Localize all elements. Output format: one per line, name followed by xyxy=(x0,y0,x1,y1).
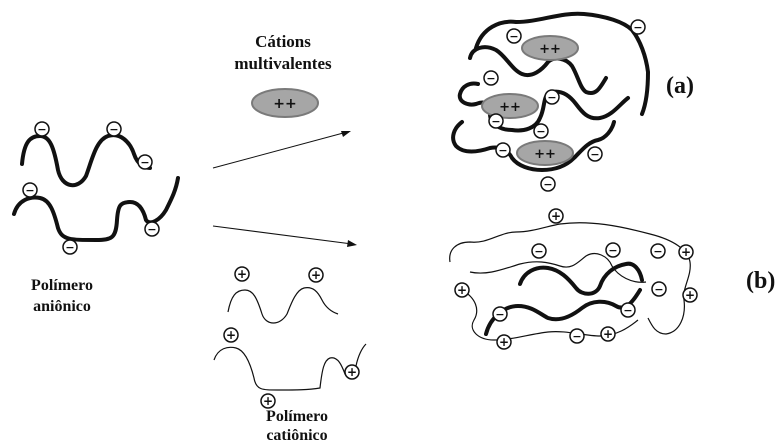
svg-text:+: + xyxy=(237,267,247,281)
svg-text:−: − xyxy=(608,244,617,257)
complex-a: ++ ++ ++ − − − − − − − xyxy=(453,14,694,191)
svg-text:+: + xyxy=(499,335,509,349)
complex-b: + + + + + + − − − − − − xyxy=(450,209,776,349)
svg-text:+: + xyxy=(347,365,357,379)
svg-text:−: − xyxy=(491,115,500,128)
svg-text:−: − xyxy=(543,178,552,191)
svg-text:++: ++ xyxy=(534,147,556,162)
negative-charge-icon: − xyxy=(63,240,77,254)
panel-a-label: (a) xyxy=(666,73,694,99)
positive-charge-icon: + xyxy=(549,209,563,223)
svg-text:−: − xyxy=(623,304,632,317)
complex-b-anionic-chain-1 xyxy=(520,264,642,294)
svg-text:−: − xyxy=(25,184,34,197)
positive-charge-icon: + xyxy=(345,365,359,379)
svg-text:−: − xyxy=(653,245,662,258)
positive-charge-icon: + xyxy=(455,283,469,297)
arrow-to-b xyxy=(213,226,357,247)
cation-icon: ++ xyxy=(482,94,538,118)
negative-charge-icon: − xyxy=(145,222,159,236)
cation-icon: ++ xyxy=(517,141,573,165)
positive-charge-icon: + xyxy=(497,335,511,349)
svg-text:+: + xyxy=(226,328,236,342)
svg-text:+: + xyxy=(551,209,561,223)
svg-text:−: − xyxy=(147,223,156,236)
svg-text:−: − xyxy=(486,72,495,85)
svg-text:−: − xyxy=(536,125,545,138)
negative-charge-icon: − xyxy=(484,71,498,85)
negative-charge-icon: − xyxy=(107,122,121,136)
cationic-polymer-label-line1: Polímero xyxy=(266,408,328,425)
negative-charge-icon: − xyxy=(493,307,507,321)
svg-text:−: − xyxy=(140,156,149,169)
svg-text:−: − xyxy=(590,148,599,161)
svg-text:−: − xyxy=(495,308,504,321)
svg-text:−: − xyxy=(633,21,642,34)
negative-charge-icon: − xyxy=(507,29,521,43)
svg-text:−: − xyxy=(509,30,518,43)
negative-charge-icon: − xyxy=(496,143,510,157)
svg-text:++: ++ xyxy=(499,100,521,115)
cations-label-line1: Cátions xyxy=(255,32,311,51)
cation-icon: ++ xyxy=(252,89,318,117)
svg-text:−: − xyxy=(534,245,543,258)
cation-icon: ++ xyxy=(522,36,578,60)
cationic-charges: + + + + + xyxy=(224,267,359,408)
arrow-to-a xyxy=(213,131,351,168)
negative-charge-icon: − xyxy=(570,329,584,343)
svg-text:+: + xyxy=(685,288,695,302)
negative-charge-icon: − xyxy=(545,90,559,104)
panel-b-label: (b) xyxy=(746,268,775,294)
negative-charge-icon: − xyxy=(652,282,666,296)
svg-text:++: ++ xyxy=(539,42,561,57)
svg-text:−: − xyxy=(65,241,74,254)
positive-charge-icon: + xyxy=(224,328,238,342)
anionic-charges: − − − − − − xyxy=(23,122,159,254)
positive-charge-icon: + xyxy=(261,394,275,408)
svg-text:++: ++ xyxy=(273,96,296,112)
negative-charge-icon: − xyxy=(532,244,546,258)
negative-charge-icon: − xyxy=(489,114,503,128)
anionic-polymer-label-line2: aniônico xyxy=(33,298,91,315)
negative-charge-icon: − xyxy=(138,155,152,169)
anionic-polymer: − − − − − − Polímero aniônico xyxy=(14,122,178,315)
svg-text:+: + xyxy=(603,327,613,341)
positive-charge-icon: + xyxy=(601,327,615,341)
svg-text:−: − xyxy=(547,91,556,104)
cationic-polymer-label-line2: catiônico xyxy=(266,427,327,443)
negative-charge-icon: − xyxy=(23,183,37,197)
complex-b-charges: + + + + + + − − − − − − xyxy=(455,209,697,349)
svg-text:−: − xyxy=(37,123,46,136)
negative-charge-icon: − xyxy=(534,124,548,138)
cationic-chain-upper xyxy=(228,288,338,323)
complex-b-cationic-chain-2 xyxy=(470,254,646,283)
svg-text:+: + xyxy=(681,245,691,259)
negative-charge-icon: − xyxy=(588,147,602,161)
positive-charge-icon: + xyxy=(679,245,693,259)
negative-charge-icon: − xyxy=(621,303,635,317)
multivalent-cations: Cátions multivalentes ++ xyxy=(234,32,332,117)
positive-charge-icon: + xyxy=(683,288,697,302)
negative-charge-icon: − xyxy=(541,177,555,191)
negative-charge-icon: − xyxy=(651,244,665,258)
svg-text:−: − xyxy=(654,283,663,296)
svg-text:+: + xyxy=(457,283,467,297)
negative-charge-icon: − xyxy=(35,122,49,136)
cations-label-line2: multivalentes xyxy=(234,54,332,73)
svg-text:−: − xyxy=(109,123,118,136)
positive-charge-icon: + xyxy=(235,267,249,281)
negative-charge-icon: − xyxy=(631,20,645,34)
negative-charge-icon: − xyxy=(606,243,620,257)
positive-charge-icon: + xyxy=(309,268,323,282)
anionic-chain-upper xyxy=(22,135,150,185)
cationic-chain-lower xyxy=(214,344,366,390)
svg-text:+: + xyxy=(263,394,273,408)
svg-text:−: − xyxy=(498,144,507,157)
svg-text:+: + xyxy=(311,268,321,282)
svg-text:−: − xyxy=(572,330,581,343)
anionic-polymer-label-line1: Polímero xyxy=(31,277,93,294)
cationic-polymer: + + + + + Polímero catiônico xyxy=(214,267,366,443)
complex-b-anionic-chain-2 xyxy=(486,290,640,334)
